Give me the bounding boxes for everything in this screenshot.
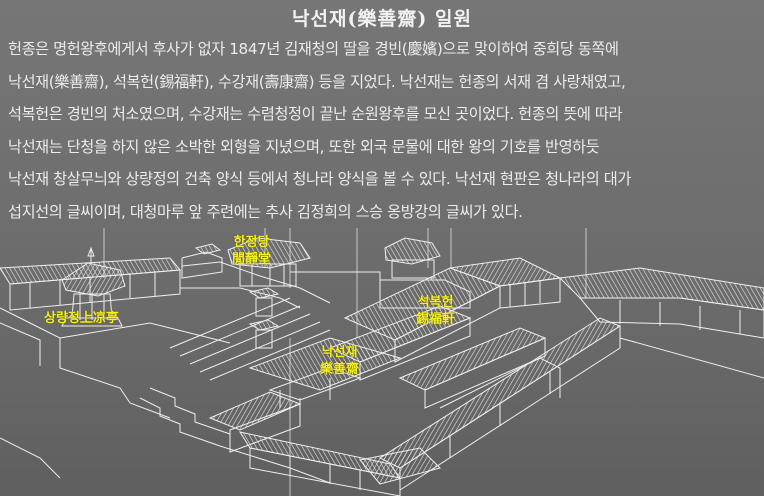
label-hanjeongdang: 한정당 閒靜堂 bbox=[232, 234, 271, 268]
label-seokbokheon: 석복헌 錫福軒 bbox=[416, 294, 455, 328]
label-sangnyangjeong: 상량정上凉亭 bbox=[44, 310, 119, 327]
label-korean: 석복헌 bbox=[417, 295, 454, 310]
label-hanja: 樂善齋 bbox=[320, 362, 360, 377]
label-hanja: 閒靜堂 bbox=[232, 252, 272, 267]
paragraph-line: 낙선재는 단청을 하지 않은 소박한 외형을 지녔으며, 또한 외국 문물에 대… bbox=[8, 137, 600, 156]
paragraph-line: 섭지선의 글씨이며, 대청마루 앞 주련에는 추사 김정희의 스승 옹방강의 글… bbox=[8, 202, 523, 221]
sign-paragraph: 헌종은 명헌왕후에게서 후사가 없자 1847년 김재청의 딸을 경빈(慶嬪)으… bbox=[8, 33, 764, 229]
label-korean: 낙선재 bbox=[321, 345, 358, 360]
palace-layout-diagram: 한정당 閒靜堂 상량정上凉亭 석복헌 錫福軒 낙선재 樂善齋 bbox=[0, 228, 764, 496]
paragraph-line: 낙선재 창살무늬와 상량정의 건축 양식 등에서 청나라 양식을 볼 수 있다.… bbox=[8, 170, 631, 189]
paragraph-line: 석복헌은 경빈의 처소였으며, 수강재는 수렴청정이 끝난 순원왕후를 모신 곳… bbox=[8, 105, 623, 124]
isometric-buildings-drawing bbox=[0, 228, 764, 496]
label-nakseonjae: 낙선재 樂善齋 bbox=[320, 344, 359, 378]
paragraph-line: 헌종은 명헌왕후에게서 후사가 없자 1847년 김재청의 딸을 경빈(慶嬪)으… bbox=[8, 40, 619, 58]
paragraph-line: 낙선재(樂善齋), 석복헌(錫福軒), 수강재(壽康齋) 등을 지었다. 낙선재… bbox=[8, 72, 626, 91]
sign-title: 낙선재(樂善齋) 일원 bbox=[292, 8, 472, 30]
label-text: 상량정上凉亭 bbox=[44, 311, 119, 326]
label-hanja: 錫福軒 bbox=[416, 312, 456, 327]
label-korean: 한정당 bbox=[233, 235, 270, 250]
